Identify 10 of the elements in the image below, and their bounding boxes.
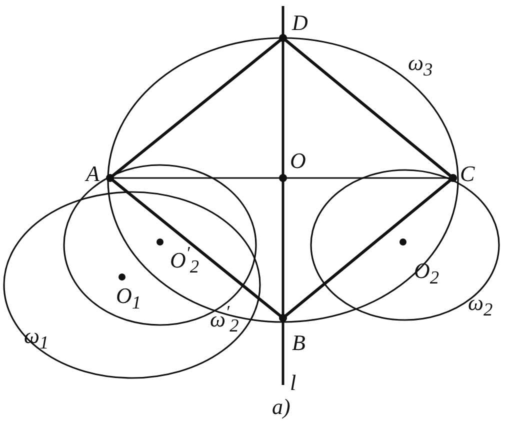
- point-label: D: [292, 12, 308, 34]
- point-label: O$_{1}$: [116, 285, 142, 312]
- figure-label: a): [272, 396, 290, 418]
- point-label: O: [290, 150, 306, 172]
- curve-label: ω$_{2}$: [468, 292, 493, 319]
- line-label: l: [290, 372, 296, 394]
- point-label: C: [460, 163, 475, 185]
- point-label: A: [86, 163, 100, 185]
- curve-label: ω$_{3}$: [408, 52, 433, 79]
- point-label: B: [292, 332, 306, 354]
